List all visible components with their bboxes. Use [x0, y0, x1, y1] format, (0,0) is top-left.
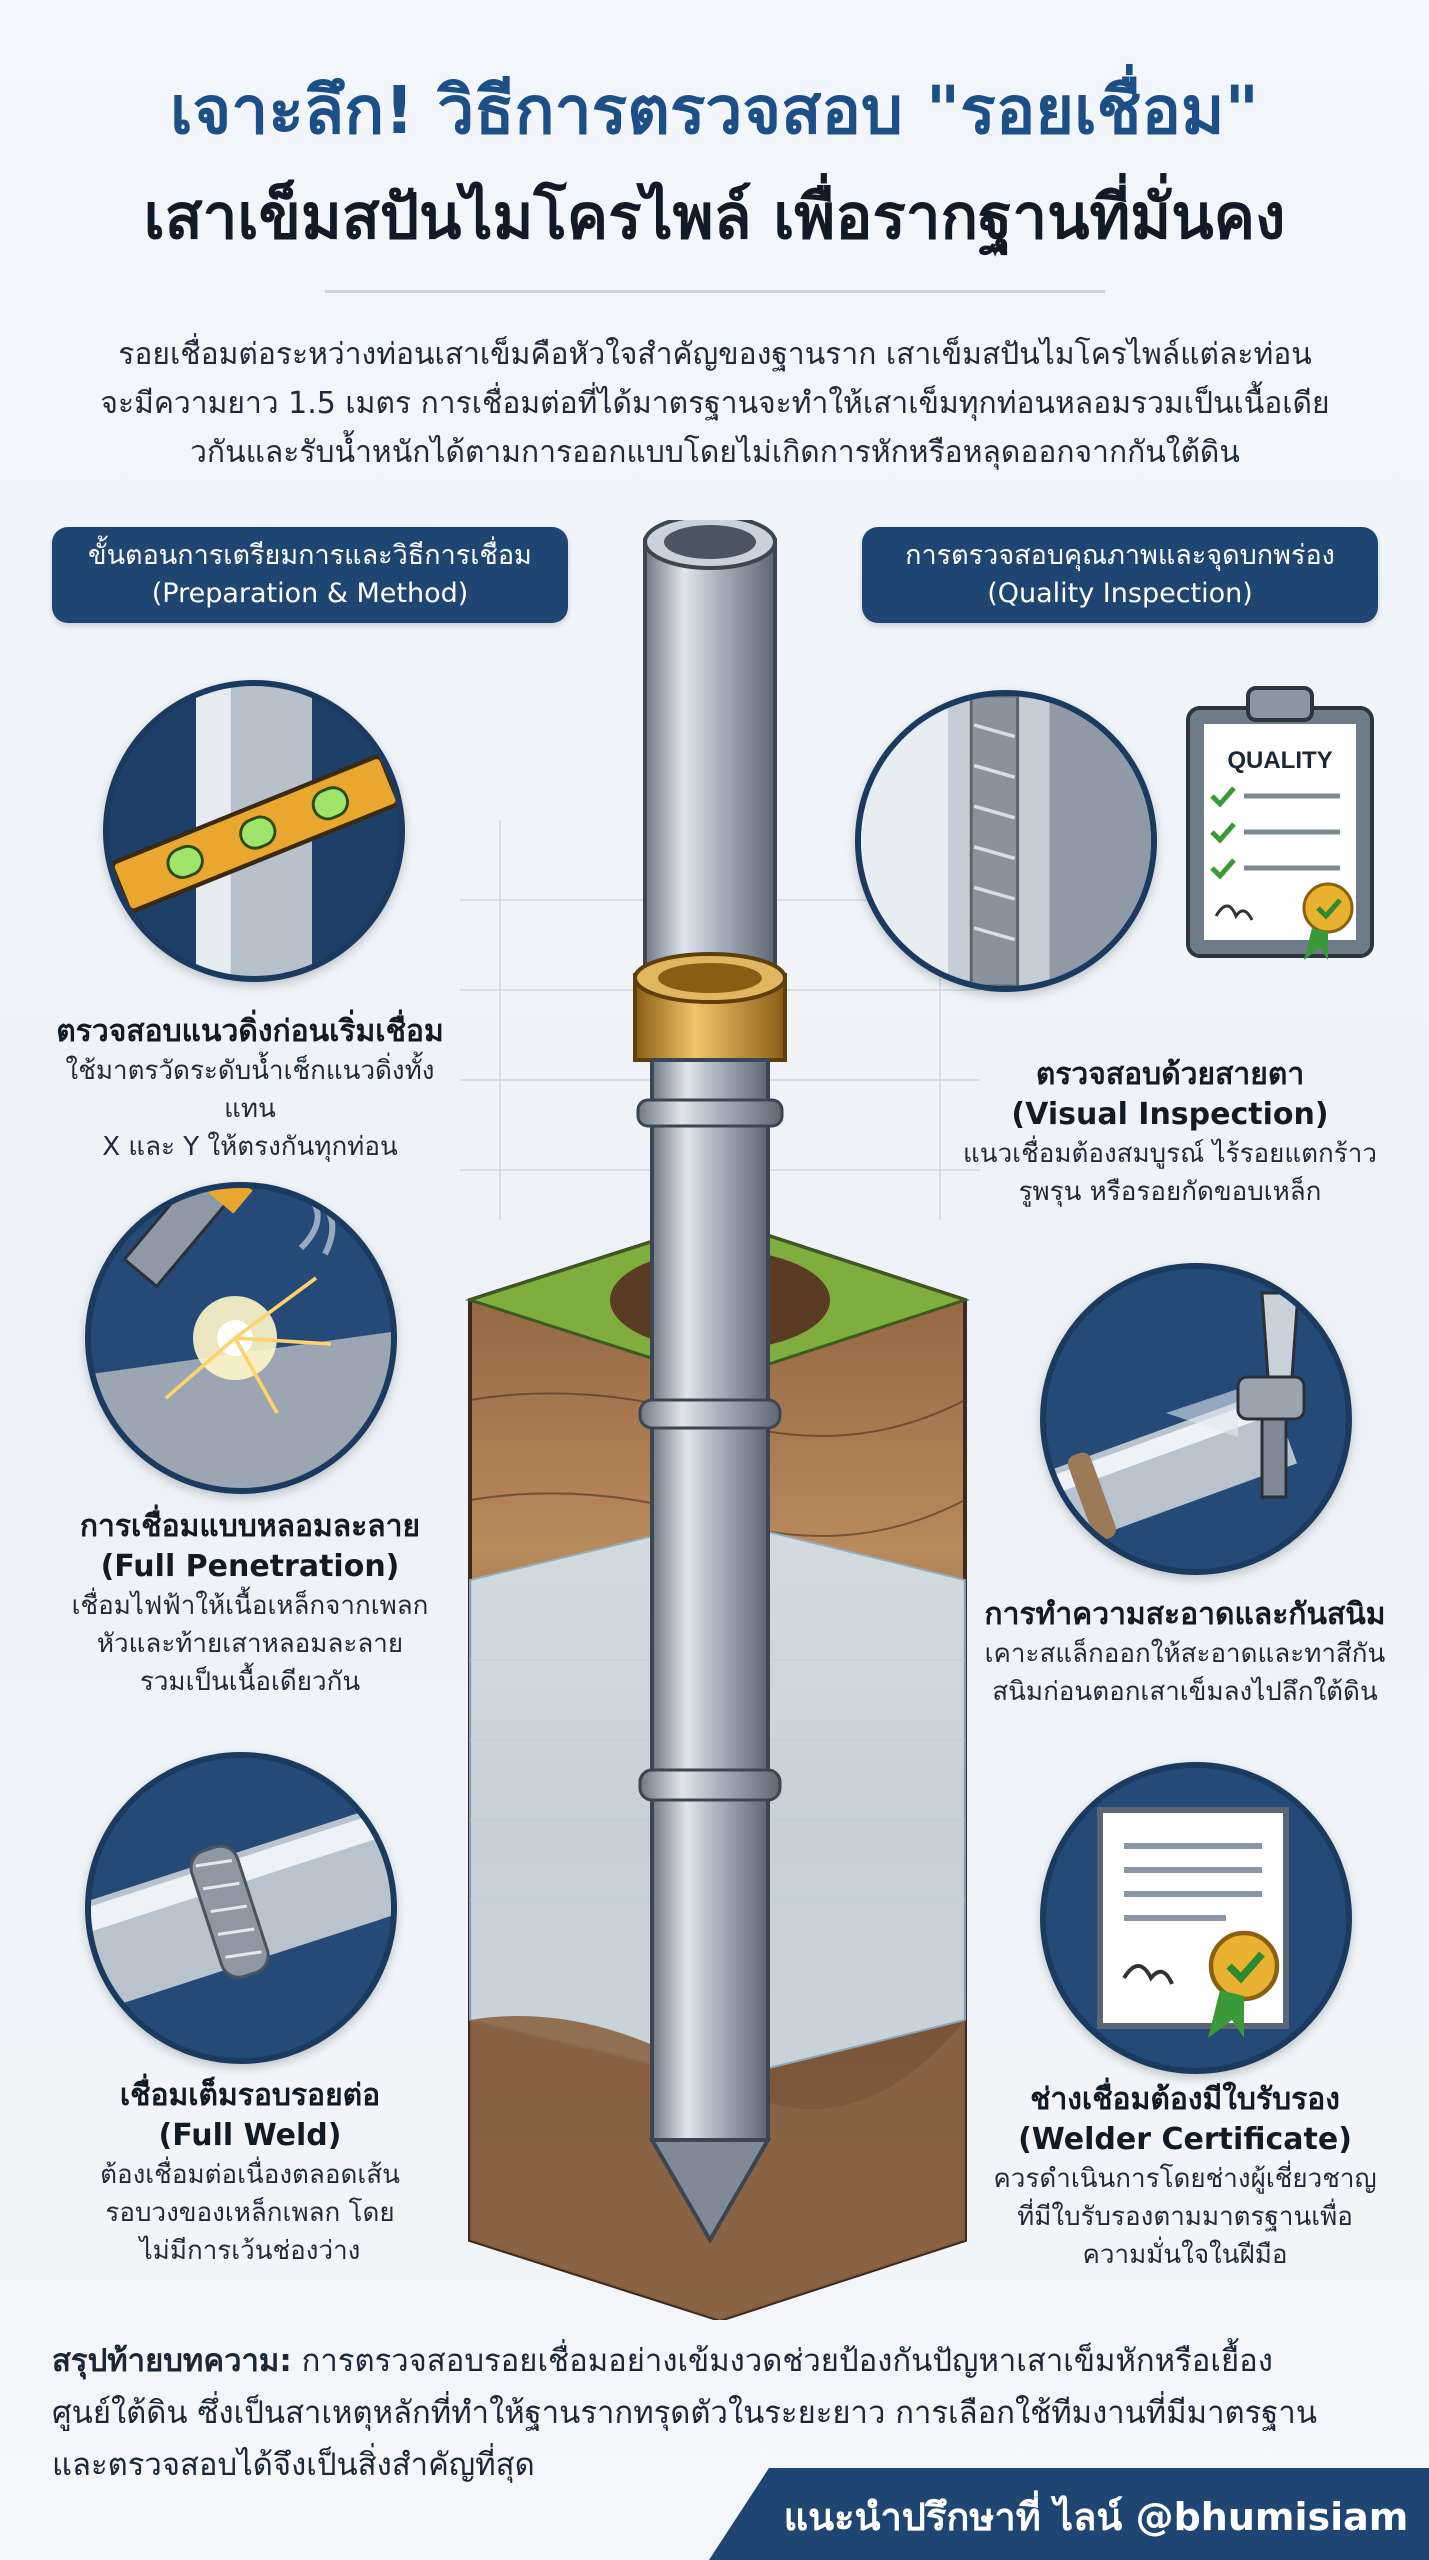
caption-desc: หัวและท้ายเสาหลอมละลาย — [96, 1629, 404, 1659]
intro-line: จะมีความยาว 1.5 เมตร การเชื่อมต่อที่ได้ม… — [100, 386, 1330, 421]
caption-desc: ต้องเชื่อมต่อเนื่องตลอดเส้น — [100, 2160, 400, 2190]
right-section-header-en: (Quality Inspection) — [987, 578, 1253, 609]
caption-desc: สนิมก่อนตอกเสาเข็มลงไปลึกใต้ดิน — [992, 1677, 1378, 1707]
caption-desc: เชื่อมไฟฟ้าให้เนื้อเหล็กจากเพลก — [71, 1591, 429, 1621]
caption-title: เชื่อมเต็มรอบรอยต่อ — [119, 2078, 381, 2113]
caption-desc: ที่มีใบรับรองตามมาตรฐานเพื่อ — [1017, 2202, 1353, 2232]
summary-label: สรุปท้ายบทความ: — [52, 2343, 292, 2379]
caption-full-weld: เชื่อมเต็มรอบรอยต่อ (Full Weld) ต้องเชื่… — [40, 2076, 460, 2270]
caption-desc: แนวเชื่อมต้องสมบูรณ์ ไร้รอยแตกร้าว — [963, 1139, 1377, 1169]
caption-title: ตรวจสอบแนวดิ่งก่อนเริ่มเชื่อม — [56, 1014, 444, 1049]
caption-subtitle: (Full Weld) — [158, 2118, 342, 2153]
quality-clipboard-icon: QUALITY — [1180, 680, 1380, 970]
spray-gun-icon — [1040, 1263, 1352, 1575]
page-title-line2: เสาเข็มสปันไมโครไพล์ เพื่อรากฐานที่มั่นค… — [143, 180, 1286, 253]
summary-line: และตรวจสอบได้จึงเป็นสิ่งสำคัญที่สุด — [52, 2447, 535, 2483]
caption-vertical-alignment: ตรวจสอบแนวดิ่งก่อนเริ่มเชื่อม ใช้มาตรวัด… — [40, 1012, 460, 1166]
page-title-line1: เจาะลึก! วิธีการตรวจสอบ "รอยเชื่อม" — [170, 72, 1259, 149]
left-section-header-th: ขั้นตอนการเตรียมการและวิธีการเชื่อม — [88, 540, 532, 571]
line-contact-link[interactable]: แนะนำปรึกษาที่ ไลน์ @bhumisiam — [783, 2495, 1409, 2539]
upper-pile-segment — [643, 538, 777, 982]
footer-banner — [709, 2468, 1429, 2560]
clipboard-label: QUALITY — [1227, 747, 1332, 774]
caption-full-penetration: การเชื่อมแบบหลอมละลาย (Full Penetration)… — [40, 1507, 460, 1701]
caption-desc: ไม่มีการเว้นช่องว่าง — [139, 2236, 361, 2266]
caption-desc: ความมั่นใจในฝีมือ — [1082, 2240, 1288, 2270]
summary-line: การตรวจสอบรอยเชื่อมอย่างเข้มงวดช่วยป้องก… — [291, 2343, 1273, 2379]
micropile-illustration — [460, 520, 980, 2320]
caption-title: ตรวจสอบด้วยสายตา — [1035, 1057, 1305, 1092]
lower-pile-segment — [650, 1058, 770, 2142]
right-section-header: การตรวจสอบคุณภาพและจุดบกพร่อง (Quality I… — [862, 527, 1378, 623]
title-divider — [325, 290, 1105, 293]
summary-line: ศูนย์ใต้ดิน ซึ่งเป็นสาเหตุหลักที่ทำให้ฐา… — [52, 2395, 1318, 2431]
caption-welder-certificate: ช่างเชื่อมต้องมีใบรับรอง (Welder Certifi… — [960, 2080, 1410, 2274]
caption-desc: รอบวงของเหล็กเพลก โดย — [105, 2198, 395, 2228]
caption-desc: รวมเป็นเนื้อเดียวกัน — [139, 1667, 361, 1697]
pile-tip — [648, 2138, 772, 2244]
caption-title: ช่างเชื่อมต้องมีใบรับรอง — [1030, 2082, 1340, 2117]
caption-title: การเชื่อมแบบหลอมละลาย — [79, 1509, 421, 1544]
left-section-header: ขั้นตอนการเตรียมการและวิธีการเชื่อม (Pre… — [52, 527, 568, 623]
right-section-header-th: การตรวจสอบคุณภาพและจุดบกพร่อง — [905, 540, 1335, 571]
summary-paragraph: สรุปท้ายบทความ: การตรวจสอบรอยเชื่อมอย่าง… — [52, 2335, 1392, 2491]
left-section-header-en: (Preparation & Method) — [151, 578, 469, 609]
weld-joint — [638, 1768, 782, 1802]
weld-closeup-icon — [855, 690, 1157, 992]
weld-bead-icon — [85, 1752, 397, 2064]
caption-subtitle: (Full Penetration) — [100, 1549, 400, 1584]
caption-subtitle: (Welder Certificate) — [1018, 2122, 1352, 2157]
weld-joint — [638, 1398, 782, 1430]
caption-title: การทำความสะอาดและกันสนิม — [984, 1597, 1386, 1632]
caption-cleaning-rust: การทำความสะอาดและกันสนิม เคาะสแล็กออกให้… — [960, 1595, 1410, 1711]
caption-desc: ควรดำเนินการโดยช่างผู้เชี่ยวชาญ — [993, 2164, 1377, 2194]
caption-visual-inspection: ตรวจสอบด้วยสายตา (Visual Inspection) แนว… — [960, 1055, 1380, 1211]
spirit-level-icon — [103, 680, 405, 982]
certificate-icon — [1040, 1762, 1352, 2074]
intro-paragraph: รอยเชื่อมต่อระหว่างท่อนเสาเข็มคือหัวใจสำ… — [90, 330, 1340, 477]
welding-torch-icon — [85, 1182, 397, 1494]
caption-desc: X และ Y ให้ตรงกันทุกท่อน — [102, 1132, 398, 1162]
intro-line: วกันและรับน้ำหนักได้ตามการออกแบบโดยไม่เก… — [190, 435, 1240, 470]
caption-desc: ใช้มาตรวัดระดับน้ำเช็กแนวดิ่งทั้งแทน — [65, 1056, 435, 1124]
caption-desc: รูพรุน หรือรอยกัดขอบเหล็ก — [1018, 1177, 1322, 1207]
intro-line: รอยเชื่อมต่อระหว่างท่อนเสาเข็มคือหัวใจสำ… — [118, 337, 1312, 372]
caption-subtitle: (Visual Inspection) — [1011, 1097, 1329, 1132]
caption-desc: เคาะสแล็กออกให้สะอาดและทาสีกัน — [984, 1639, 1386, 1669]
